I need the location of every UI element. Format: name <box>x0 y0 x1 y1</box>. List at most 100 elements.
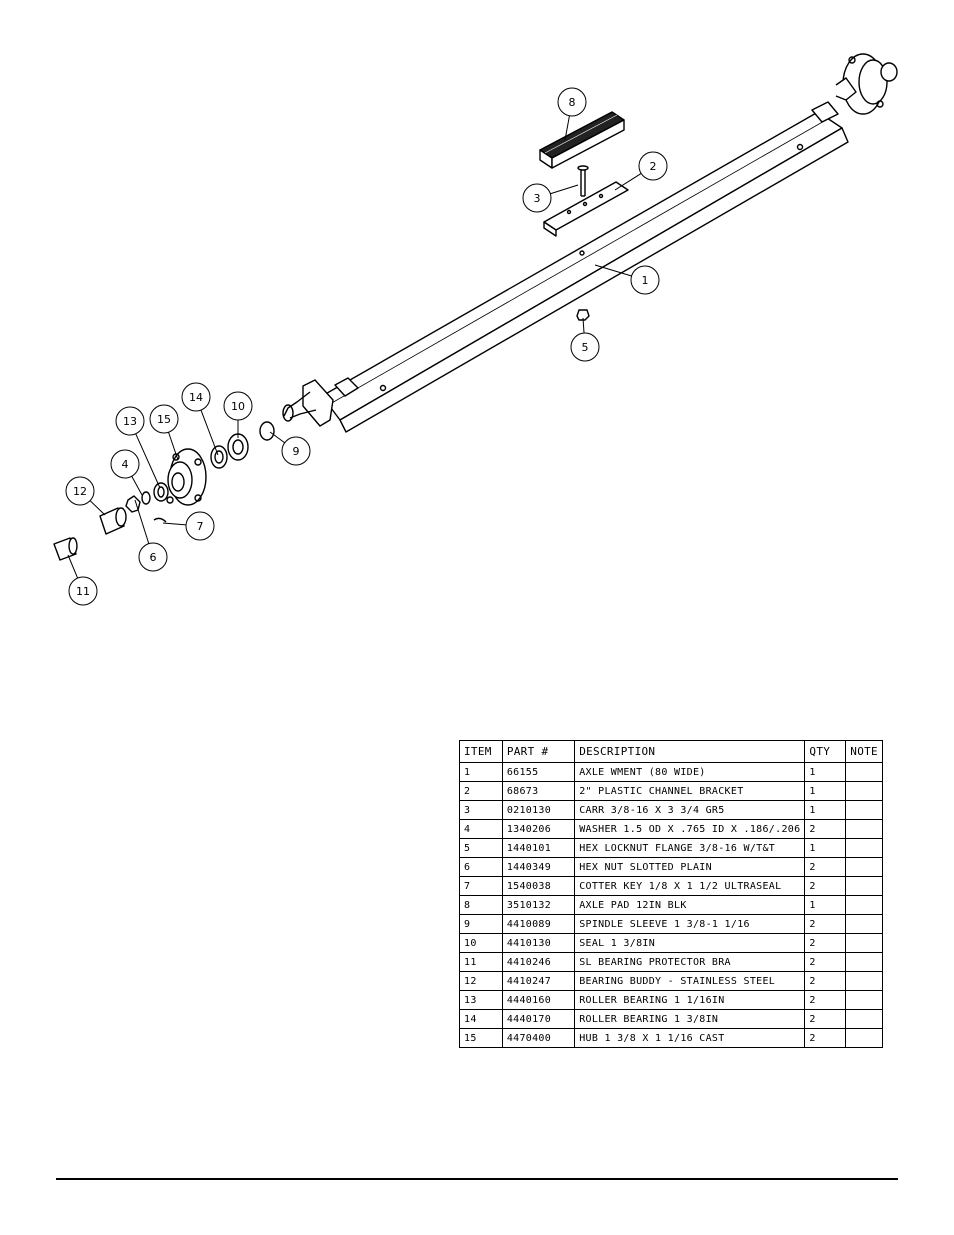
callout-leader <box>269 431 285 444</box>
cell-item: 15 <box>459 1028 503 1048</box>
callout-leader <box>594 264 632 277</box>
hub <box>166 448 207 506</box>
cell-description: HUB 1 3/8 X 1 1/16 CAST <box>574 1028 806 1048</box>
cell-note <box>845 990 883 1010</box>
cell-note <box>845 971 883 991</box>
callout-12: 12 <box>65 476 106 516</box>
callout-13: 13 <box>115 406 161 489</box>
cell-note <box>845 1028 883 1048</box>
header-note: NOTE <box>845 740 883 763</box>
callout-number: 6 <box>150 551 157 564</box>
callout-15: 15 <box>149 404 179 461</box>
callout-4: 4 <box>110 449 143 496</box>
locknut <box>576 309 590 321</box>
callout-9: 9 <box>269 431 311 466</box>
cell-description: BEARING BUDDY - STAINLESS STEEL <box>574 971 806 991</box>
bearing-buddy <box>99 507 127 535</box>
cell-part: 4410247 <box>501 971 576 991</box>
cell-item: 7 <box>459 876 503 896</box>
channel-bracket <box>543 181 629 237</box>
cell-note <box>845 876 883 896</box>
cell-part: 4410130 <box>501 933 576 953</box>
header-item: ITEM <box>459 740 503 763</box>
callout-number: 15 <box>157 413 171 426</box>
cell-item: 13 <box>459 990 503 1010</box>
callout-bubble <box>115 406 145 436</box>
cell-note <box>845 819 883 839</box>
cell-qty: 1 <box>804 800 847 820</box>
cell-item: 5 <box>459 838 503 858</box>
cell-item: 8 <box>459 895 503 915</box>
roller-bearing-inner <box>153 482 169 502</box>
cell-part: 3510132 <box>501 895 576 915</box>
callout-bubble <box>68 576 98 606</box>
cell-qty: 1 <box>804 781 847 801</box>
callout-bubble <box>557 87 587 117</box>
cell-item: 1 <box>459 762 503 782</box>
cell-item: 11 <box>459 952 503 972</box>
cell-description: HEX LOCKNUT FLANGE 3/8-16 W/T&T <box>574 838 806 858</box>
callout-bubble <box>223 391 253 421</box>
cell-description: AXLE WMENT (80 WIDE) <box>574 762 806 782</box>
cell-item: 6 <box>459 857 503 877</box>
callout-leader <box>89 500 106 516</box>
cell-item: 3 <box>459 800 503 820</box>
cell-item: 12 <box>459 971 503 991</box>
callout-bubble <box>181 382 211 412</box>
cell-note <box>845 895 883 915</box>
cell-note <box>845 857 883 877</box>
left-spindle <box>282 377 359 427</box>
callout-number: 5 <box>582 341 589 354</box>
roller-bearing-outer <box>210 445 228 469</box>
cell-note <box>845 762 883 782</box>
callout-bubble <box>65 476 95 506</box>
callout-14: 14 <box>181 382 219 456</box>
cell-part: 4440170 <box>501 1009 576 1029</box>
cell-description: SL BEARING PROTECTOR BRA <box>574 952 806 972</box>
cell-description: CARR 3/8-16 X 3 3/4 GR5 <box>574 800 806 820</box>
callout-number: 13 <box>123 415 137 428</box>
cell-description: ROLLER BEARING 1 1/16IN <box>574 990 806 1010</box>
callout-5: 5 <box>570 317 600 362</box>
cell-qty: 2 <box>804 819 847 839</box>
cell-part: 66155 <box>501 762 576 782</box>
header-part-number: PART # <box>501 740 576 763</box>
cell-qty: 2 <box>804 1028 847 1048</box>
callout-6: 6 <box>134 499 168 572</box>
callout-leader <box>168 432 179 461</box>
callout-bubble <box>185 511 215 541</box>
callout-number: 8 <box>569 96 576 109</box>
table-header-row: ITEM PART # DESCRIPTION QTY NOTE <box>459 740 883 763</box>
cell-qty: 2 <box>804 933 847 953</box>
callout-leader <box>131 476 143 496</box>
callout-bubble <box>638 151 668 181</box>
callout-bubble <box>149 404 179 434</box>
cell-note <box>845 933 883 953</box>
header-description: DESCRIPTION <box>574 740 806 763</box>
cell-description: ROLLER BEARING 1 3/8IN <box>574 1009 806 1029</box>
cell-qty: 2 <box>804 876 847 896</box>
cell-item: 14 <box>459 1009 503 1029</box>
cell-note <box>845 952 883 972</box>
callout-leader <box>550 184 579 195</box>
cell-part: 1340206 <box>501 819 576 839</box>
footer-rule <box>56 1178 898 1180</box>
cell-qty: 2 <box>804 952 847 972</box>
cell-qty: 1 <box>804 895 847 915</box>
cotter-key <box>153 517 167 523</box>
cell-part: 68673 <box>501 781 576 801</box>
cell-description: SPINDLE SLEEVE 1 3/8-1 1/16 <box>574 914 806 934</box>
cell-description: HEX NUT SLOTTED PLAIN <box>574 857 806 877</box>
callout-7: 7 <box>162 511 215 541</box>
callout-1: 1 <box>594 264 660 295</box>
callout-number: 10 <box>231 400 245 413</box>
callout-number: 2 <box>650 160 657 173</box>
